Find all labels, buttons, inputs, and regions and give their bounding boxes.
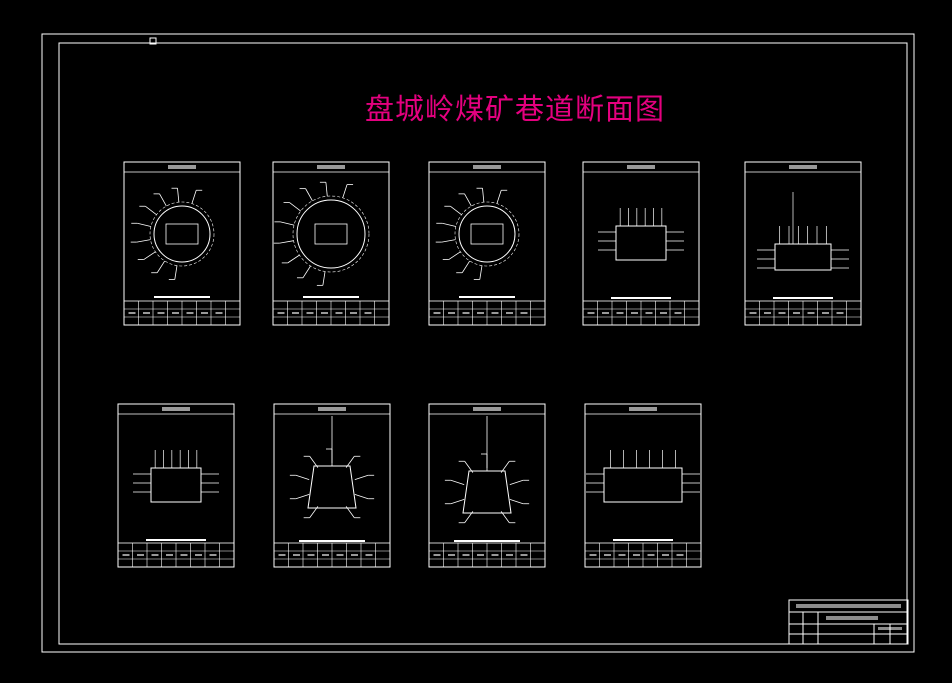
section-sheets (117, 161, 862, 568)
inner-border (58, 42, 908, 645)
section-sheet (428, 403, 546, 568)
outer-border (41, 33, 915, 653)
section-sheet (123, 161, 241, 326)
title-block (788, 599, 909, 645)
section-sheet (428, 161, 546, 326)
section-sheet (117, 403, 235, 568)
section-sheet (272, 161, 390, 326)
drawing-title: 盘城岭煤矿巷道断面图 (364, 92, 665, 126)
section-sheet (744, 161, 862, 326)
section-sheet (584, 403, 702, 568)
section-sheet (273, 403, 391, 568)
grip-marker[interactable] (149, 37, 157, 45)
section-sheet (582, 161, 700, 326)
